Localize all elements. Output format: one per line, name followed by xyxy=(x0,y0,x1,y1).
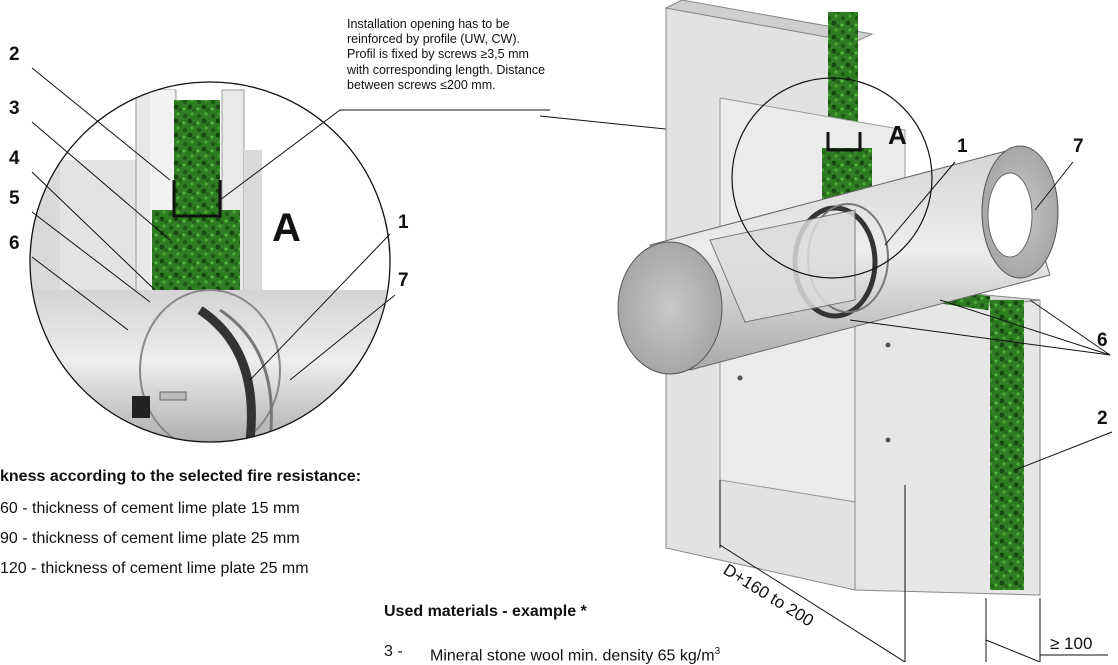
note-line: between screws ≤200 mm. xyxy=(347,77,496,92)
materials-heading: Used materials - example * xyxy=(384,603,587,620)
callout-number: 1 xyxy=(398,212,409,233)
note-line: Profil is fixed by screws ≥3,5 mm xyxy=(347,47,529,62)
detail-a xyxy=(30,82,390,442)
callout-number: 3 xyxy=(9,98,20,119)
dimension-lines xyxy=(719,480,1108,662)
callout-number: 6 xyxy=(9,233,20,254)
main-assembly xyxy=(617,0,1059,596)
callout-number: 7 xyxy=(398,270,409,291)
thickness-heading: kness according to the selected fire res… xyxy=(0,468,362,485)
materials-item-text: Mineral stone wool min. density 65 kg/m xyxy=(430,647,715,665)
callout-number: 4 xyxy=(9,148,20,169)
callout-number: 1 xyxy=(957,136,968,157)
installation-note: Installation opening has to be reinforce… xyxy=(347,17,545,93)
depth-dimension: ≥ 100 xyxy=(1050,634,1093,653)
materials-item-sup: 3 xyxy=(714,646,721,657)
note-line: reinforced by profile (UW, CW). xyxy=(347,32,520,47)
callout-number: 6 xyxy=(1097,330,1108,351)
detail-a-outline xyxy=(731,77,933,279)
thickness-row: 120 - thickness of cement lime plate 25 … xyxy=(0,560,309,577)
thickness-row: 90 - thickness of cement lime plate 25 m… xyxy=(0,530,300,547)
note-line: Installation opening has to be xyxy=(347,17,510,31)
callout-number: 5 xyxy=(9,188,20,209)
callout-number: 2 xyxy=(9,44,20,65)
main-detail-label: A xyxy=(888,120,907,150)
callout-number: 7 xyxy=(1073,136,1084,157)
detail-label: A xyxy=(272,206,301,250)
thickness-row: 60 - thickness of cement lime plate 15 m… xyxy=(0,500,300,517)
materials-item-number: 3 - xyxy=(384,643,403,660)
note-line: with corresponding length. Distance xyxy=(347,62,546,77)
materials-item: Mineral stone wool min. density 65 kg/m3 xyxy=(430,646,720,665)
callout-number: 2 xyxy=(1097,408,1108,429)
main-leaders xyxy=(849,161,1113,471)
